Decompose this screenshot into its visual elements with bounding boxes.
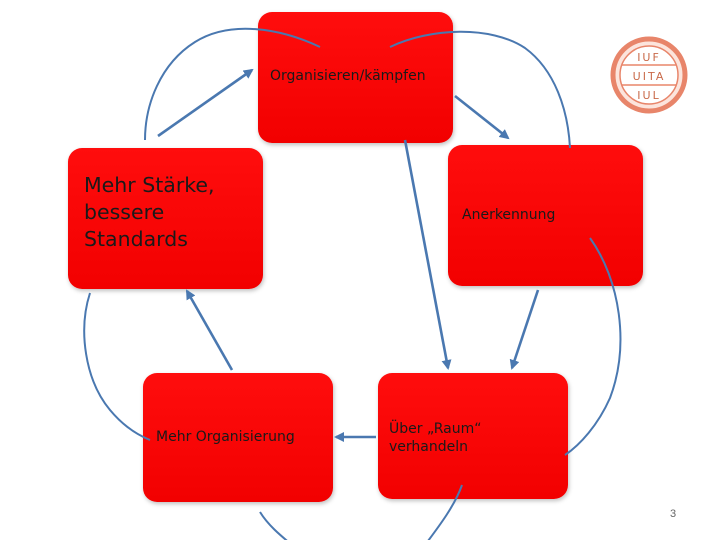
box-mehr-organisierung <box>143 373 333 502</box>
arrow-right-to-botright <box>509 289 540 370</box>
logo-line2: UITA <box>633 70 666 83</box>
label-organisieren: Organisieren/kämpfen <box>270 68 426 84</box>
box-raum-verhandeln <box>378 373 568 499</box>
outer-arc-right <box>564 237 622 456</box>
outer-arc-bottom-left <box>259 511 288 540</box>
logo-line3: IUL <box>637 89 660 102</box>
outer-arc-top-right <box>389 30 571 149</box>
label-mehr-organisierung: Mehr Organisierung <box>156 429 295 445</box>
iuf-logo: IUF UITA IUL <box>608 31 690 118</box>
outer-arc-left <box>83 292 151 441</box>
logo-line1: IUF <box>637 51 661 64</box>
arrow-top-to-right <box>454 94 510 140</box>
label-anerkennung: Anerkennung <box>462 207 556 223</box>
arrow-botleft-to-left <box>185 289 234 371</box>
outer-arc-top-left <box>144 27 321 141</box>
page-number: 3 <box>670 508 677 520</box>
box-anerkennung <box>448 145 643 286</box>
outer-arc-bottom-right <box>427 484 463 540</box>
box-mehr-staerke <box>68 148 263 289</box>
arrow-top-to-botright <box>403 139 452 370</box>
box-organisieren <box>258 12 453 143</box>
label-raum-verhandeln: Über „Raum“ verhandeln <box>389 421 482 455</box>
arrow-left-to-top <box>157 68 254 138</box>
label-mehr-staerke: Mehr Stärke, bessere Standards <box>84 173 215 251</box>
